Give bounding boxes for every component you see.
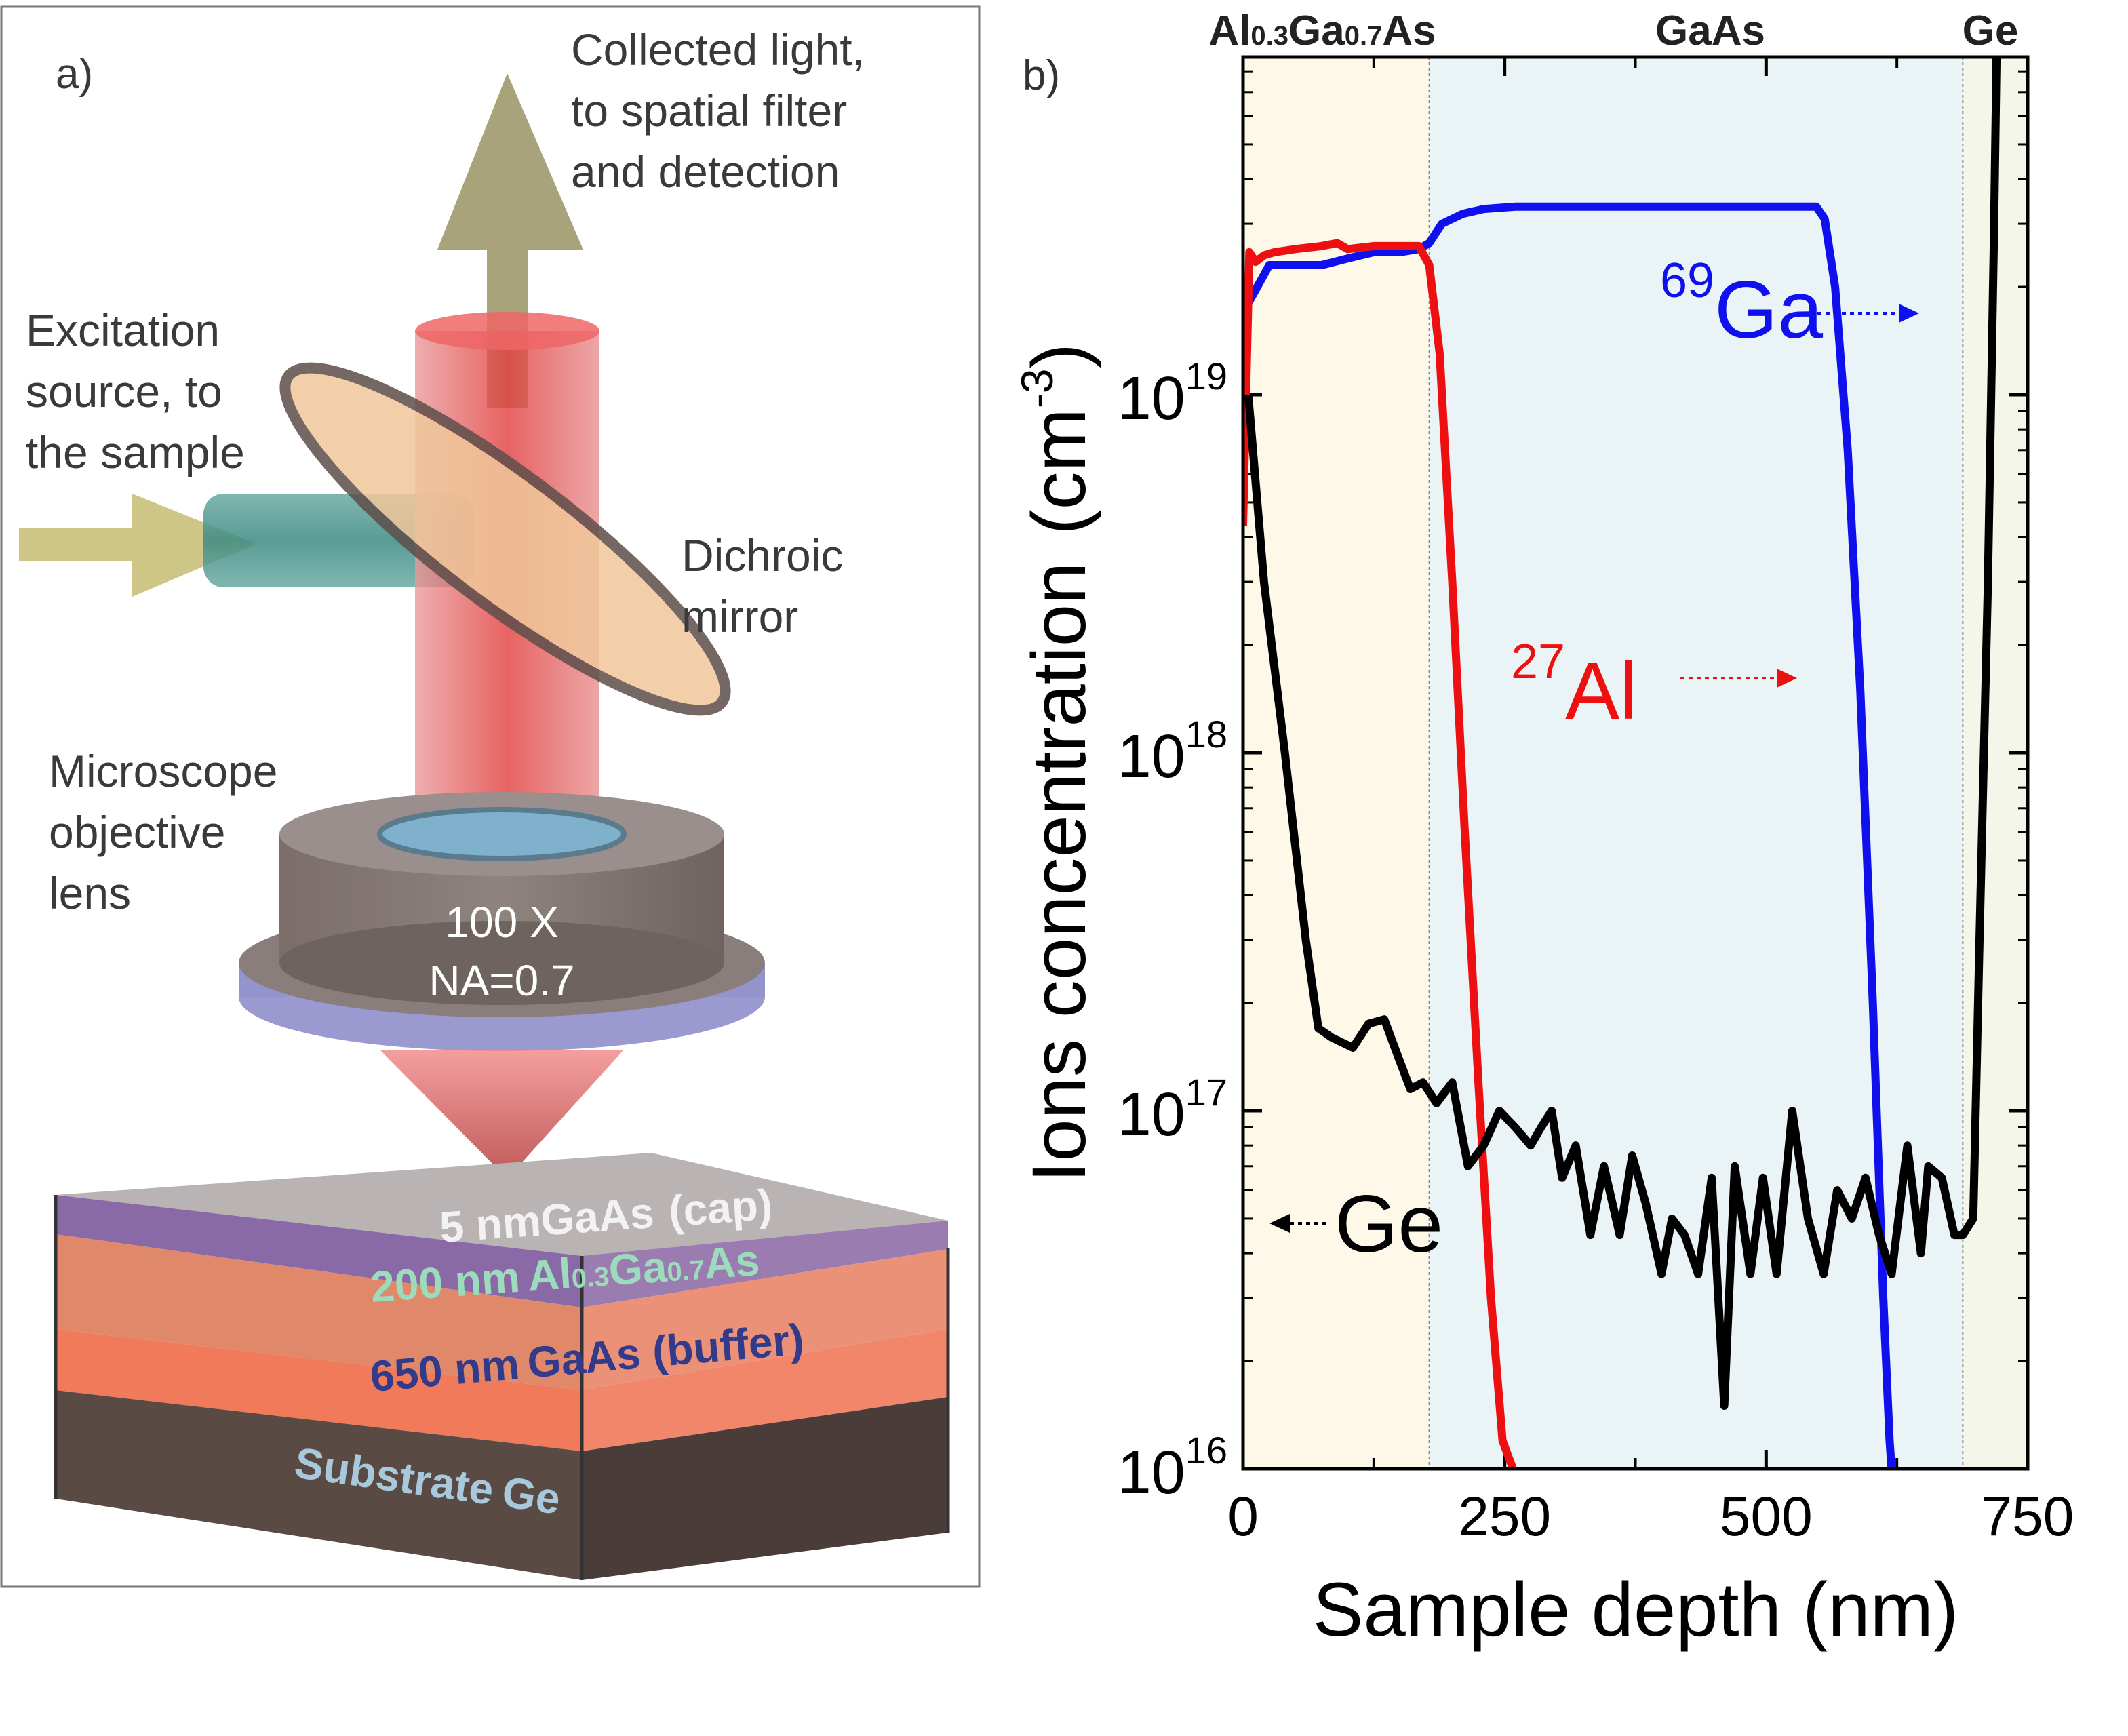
excitation-line2: source, to xyxy=(26,366,222,416)
x-tick-label: 750 xyxy=(1982,1486,2074,1547)
ge-arrow xyxy=(1269,1214,1290,1233)
ga-label: 69Ga xyxy=(1660,254,1823,355)
buffer-layer-left xyxy=(56,1329,582,1451)
ga-arrow xyxy=(1899,304,1919,323)
y-tick-label: 1016 xyxy=(1118,1429,1227,1507)
excitation-line3: the sample xyxy=(26,427,245,477)
y-tick-labels: 1016 1017 1018 1019 xyxy=(1118,355,1227,1507)
x-tick-labels: 0 250 500 750 xyxy=(1227,1486,2074,1547)
region-band-1 xyxy=(1429,57,1963,1469)
microscope-line3: lens xyxy=(49,868,131,918)
al-annotation: 27Al xyxy=(1511,635,1797,736)
region-label-2: Ge xyxy=(1963,7,2019,54)
dichroic-line1: Dichroic xyxy=(682,530,843,580)
x-tick-label: 250 xyxy=(1458,1486,1551,1547)
microscope-line1: Microscope xyxy=(49,746,277,796)
x-tick-label: 500 xyxy=(1720,1486,1813,1547)
dichroic-mirror xyxy=(279,362,731,716)
lens-aperture xyxy=(377,807,627,861)
collected-light-line1: Collected light, xyxy=(571,24,865,75)
stack-top xyxy=(56,1153,948,1256)
collected-light-line3: and detection xyxy=(571,146,840,197)
collected-beam-top xyxy=(415,312,599,350)
y-axis-title: Ions concentration(cm-3) xyxy=(1012,343,1101,1183)
region-bands xyxy=(1243,57,2028,1469)
cap-layer-left xyxy=(56,1195,582,1307)
region-label-0: Al0.3Ga0.7As xyxy=(1208,7,1436,54)
collected-light-line2: to spatial filter xyxy=(571,85,847,136)
ge-annotation: Ge xyxy=(1269,1179,1443,1269)
y-tick-label: 1019 xyxy=(1118,355,1227,433)
panel-b-label: b) xyxy=(1023,52,1060,99)
lens-na: NA=0.7 xyxy=(429,956,574,1005)
y-tick-label: 1018 xyxy=(1118,713,1227,791)
panel-a: a) Collected light, to spatial filter an… xyxy=(0,5,981,1588)
x-axis-title: Sample depth (nm) xyxy=(1313,1567,1958,1652)
focus-cone xyxy=(380,1050,624,1179)
plot-frame xyxy=(1241,55,2030,1471)
region-band-0 xyxy=(1243,57,1430,1469)
series-line-ge xyxy=(1244,57,2001,1410)
region-labels: Al0.3Ga0.7As GaAs Ge xyxy=(1208,7,2018,54)
al-label: 27Al xyxy=(1511,635,1638,736)
series-line-al xyxy=(1243,239,1518,1469)
excitation-arrow xyxy=(19,494,256,597)
cap-layer-label: 5 nmGaAs(cap) xyxy=(438,1180,774,1252)
region-label-1: GaAs xyxy=(1655,7,1765,54)
objective-lens: 100 X NA=0.7 xyxy=(239,792,765,1051)
collected-light-arrow xyxy=(437,73,583,408)
substrate-left xyxy=(56,1390,582,1580)
panel-a-label: a) xyxy=(56,51,93,98)
y-tick-label: 1017 xyxy=(1118,1071,1227,1149)
dichroic-line2: mirror xyxy=(682,591,798,642)
data-series xyxy=(1243,57,2001,1469)
algaas-layer-left xyxy=(56,1234,582,1390)
ga-annotation: 69Ga xyxy=(1660,254,1919,355)
lens-magnification: 100 X xyxy=(445,898,558,947)
al-arrow xyxy=(1777,669,1797,688)
x-tick-label: 0 xyxy=(1227,1486,1259,1547)
series-line-ga xyxy=(1244,202,1896,1469)
microscope-line2: objective xyxy=(49,807,226,857)
ge-label: Ge xyxy=(1335,1179,1443,1269)
excitation-line1: Excitation xyxy=(26,305,220,355)
